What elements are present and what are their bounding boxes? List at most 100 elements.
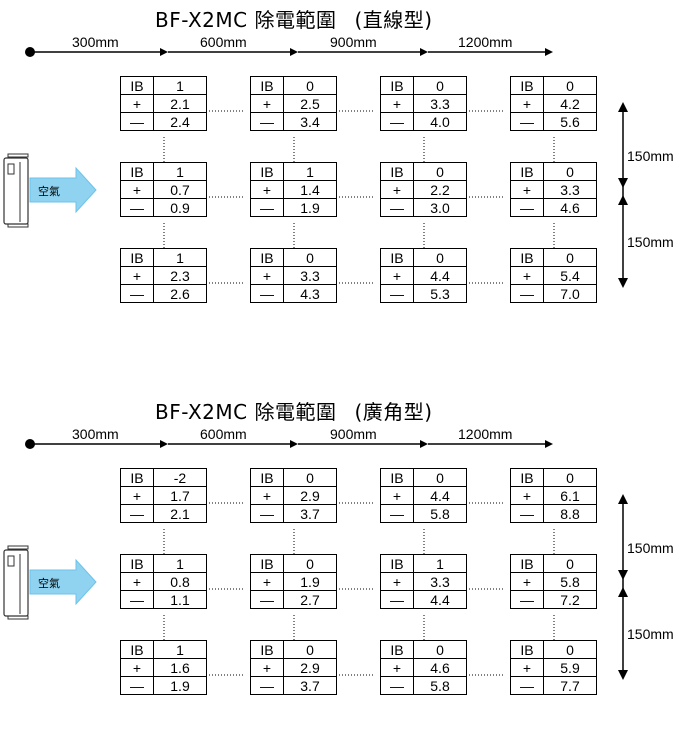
measurement-cell: IB-2 +1.7 —2.1 xyxy=(120,468,207,523)
ib-label: IB xyxy=(120,468,154,487)
diagram-lines xyxy=(3,47,628,288)
minus-label: — xyxy=(250,590,284,609)
ionizer-device-icon xyxy=(3,153,29,228)
column-connectors xyxy=(163,529,555,641)
arrow-up-icon xyxy=(618,195,628,205)
ib-value: 0 xyxy=(413,640,467,659)
minus-value: 5.3 xyxy=(413,284,467,303)
arrow-down-icon xyxy=(618,278,628,288)
ib-label: IB xyxy=(120,248,154,267)
minus-value: 2.4 xyxy=(153,112,207,131)
air-label: 空氣 xyxy=(38,186,60,198)
ib-label: IB xyxy=(250,468,284,487)
ib-label: IB xyxy=(120,76,154,95)
ib-label: IB xyxy=(250,554,284,573)
axis-arrow-icon xyxy=(545,440,553,448)
plus-label: + xyxy=(250,572,284,591)
plus-label: + xyxy=(250,94,284,113)
vertical-distance-label: 150mm xyxy=(627,540,674,556)
ib-label: IB xyxy=(120,554,154,573)
plus-value: 1.4 xyxy=(283,180,337,199)
minus-value: 5.6 xyxy=(543,112,597,131)
vertical-distance-label: 150mm xyxy=(627,626,674,642)
minus-label: — xyxy=(250,198,284,217)
minus-label: — xyxy=(120,504,154,523)
minus-label: — xyxy=(510,590,544,609)
plus-label: + xyxy=(120,486,154,505)
plus-value: 5.4 xyxy=(543,266,597,285)
minus-label: — xyxy=(380,112,414,131)
minus-label: — xyxy=(380,590,414,609)
ib-label: IB xyxy=(510,248,544,267)
ib-value: 1 xyxy=(283,162,337,181)
plus-value: 3.3 xyxy=(543,180,597,199)
ib-label: IB xyxy=(380,468,414,487)
minus-value: 3.4 xyxy=(283,112,337,131)
title-text: BF-X2MC 除電範圍 xyxy=(155,400,337,424)
plus-label: + xyxy=(250,486,284,505)
axis-arrow-icon xyxy=(160,440,168,448)
minus-label: — xyxy=(510,504,544,523)
minus-value: 1.9 xyxy=(283,198,337,217)
minus-label: — xyxy=(510,198,544,217)
plus-value: 3.3 xyxy=(283,266,337,285)
distance-label: 900mm xyxy=(330,34,377,50)
plus-label: + xyxy=(510,180,544,199)
ib-label: IB xyxy=(120,162,154,181)
ib-label: IB xyxy=(250,640,284,659)
minus-label: — xyxy=(250,676,284,695)
plus-label: + xyxy=(120,266,154,285)
ib-value: 0 xyxy=(543,554,597,573)
minus-value: 4.0 xyxy=(413,112,467,131)
plus-label: + xyxy=(510,572,544,591)
arrow-up-icon xyxy=(618,102,628,112)
ib-value: 0 xyxy=(413,248,467,267)
ib-value: 1 xyxy=(153,248,207,267)
minus-label: — xyxy=(380,504,414,523)
minus-value: 3.7 xyxy=(283,676,337,695)
minus-label: — xyxy=(120,284,154,303)
vertical-distance-label: 150mm xyxy=(627,234,674,250)
minus-label: — xyxy=(120,590,154,609)
plus-label: + xyxy=(380,94,414,113)
ib-value: 0 xyxy=(543,76,597,95)
plus-value: 1.9 xyxy=(283,572,337,591)
arrow-down-icon xyxy=(618,570,628,580)
axis-arrow-icon xyxy=(160,48,168,56)
arrow-down-icon xyxy=(618,178,628,188)
ib-label: IB xyxy=(510,468,544,487)
ib-value: 1 xyxy=(413,554,467,573)
distance-label: 1200mm xyxy=(458,34,513,50)
axis-arrow-icon xyxy=(420,48,428,56)
minus-value: 4.3 xyxy=(283,284,337,303)
row-connectors xyxy=(206,110,504,284)
minus-value: 7.0 xyxy=(543,284,597,303)
row-connectors xyxy=(206,502,504,676)
ib-label: IB xyxy=(250,248,284,267)
axis-arrow-icon xyxy=(290,48,298,56)
plus-label: + xyxy=(380,180,414,199)
distance-label: 600mm xyxy=(200,426,247,442)
minus-value: 1.1 xyxy=(153,590,207,609)
ionizer-device-icon xyxy=(3,545,29,620)
title-subtitle: (廣角型) xyxy=(354,400,433,424)
ib-value: 0 xyxy=(543,468,597,487)
ib-value: 0 xyxy=(283,76,337,95)
minus-value: 7.7 xyxy=(543,676,597,695)
plus-value: 4.4 xyxy=(413,486,467,505)
plus-value: 2.9 xyxy=(283,486,337,505)
distance-label: 900mm xyxy=(330,426,377,442)
minus-value: 5.8 xyxy=(413,676,467,695)
arrow-up-icon xyxy=(618,494,628,504)
ib-value: 0 xyxy=(413,468,467,487)
ib-label: IB xyxy=(380,162,414,181)
